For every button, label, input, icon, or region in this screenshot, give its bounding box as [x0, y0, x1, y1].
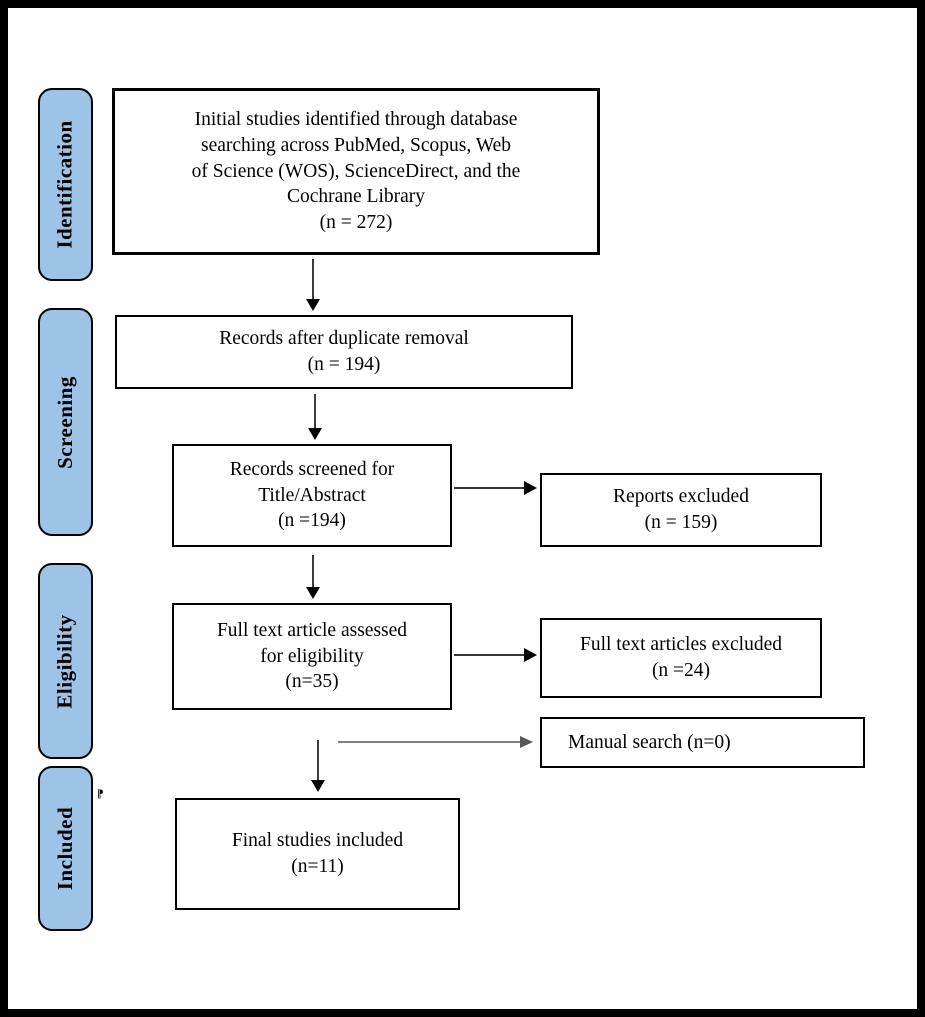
box-final-count: (n=11)	[291, 856, 344, 877]
box-fulltext-excluded-line1: Full text articles excluded	[580, 634, 782, 656]
box-duplicate-removal: Records after duplicate removal (n = 194…	[115, 315, 573, 389]
box-initial-line4: Cochrane Library	[286, 186, 426, 208]
box-fulltext-line1: Full text article assessed	[216, 619, 408, 641]
arrow-duplicates-to-screened	[308, 394, 322, 440]
stage-identification-label: Identification	[53, 120, 77, 249]
stage-included: Included	[38, 766, 93, 931]
arrow-initial-to-duplicates	[306, 259, 320, 311]
box-duplicate-line1: Records after duplicate removal	[219, 328, 469, 350]
stage-identification: Identification	[38, 88, 93, 281]
box-reports-excluded-line1: Reports excluded	[613, 486, 749, 508]
box-initial-count: (n = 272)	[319, 212, 393, 234]
arrow-branch-to-manual-search	[338, 736, 533, 748]
box-screened-count: (n =194)	[278, 510, 346, 532]
arrow-fulltext-to-fulltext-excluded	[454, 648, 537, 662]
stage-screening: Screening	[38, 308, 93, 536]
box-initial-line3: of Science (WOS), ScienceDirect, and the	[191, 160, 521, 182]
box-reports-excluded: Reports excluded (n = 159)	[540, 473, 822, 547]
arrow-screened-to-fulltext	[306, 555, 320, 599]
box-fulltext-excluded: Full text articles excluded (n =24)	[540, 618, 822, 698]
stage-eligibility-label: Eligibility	[53, 613, 77, 709]
box-final-included: Final studies included (n=11)	[175, 798, 460, 910]
box-fulltext-count: (n=35)	[285, 671, 339, 693]
box-fulltext-assessed: Full text article assessed for eligibili…	[172, 603, 452, 710]
paragraph-mark: ¶	[97, 786, 104, 800]
box-initial-line1: Initial studies identified through datab…	[194, 109, 518, 131]
box-reports-excluded-count: (n = 159)	[644, 512, 718, 533]
box-manual-search-line1: Manual search (n=0)	[568, 731, 731, 753]
stage-included-label: Included	[53, 806, 77, 891]
box-screened-line2: Title/Abstract	[258, 484, 366, 506]
arrow-screened-to-reports-excluded	[454, 481, 537, 495]
box-fulltext-excluded-count: (n =24)	[651, 660, 711, 681]
stage-eligibility: Eligibility	[38, 563, 93, 759]
box-final-line1: Final studies included	[231, 830, 404, 852]
stage-screening-label: Screening	[53, 375, 77, 469]
box-initial-studies: Initial studies identified through datab…	[112, 88, 600, 255]
box-duplicate-count: (n = 194)	[307, 354, 381, 375]
box-initial-line2: searching across PubMed, Scopus, Web	[200, 134, 512, 156]
box-screened-line1: Records screened for	[229, 458, 395, 480]
arrow-fulltext-to-final	[311, 740, 325, 792]
box-fulltext-line2: for eligibility	[260, 645, 364, 667]
box-records-screened: Records screened for Title/Abstract (n =…	[172, 444, 452, 547]
box-manual-search: Manual search (n=0)	[540, 717, 865, 768]
